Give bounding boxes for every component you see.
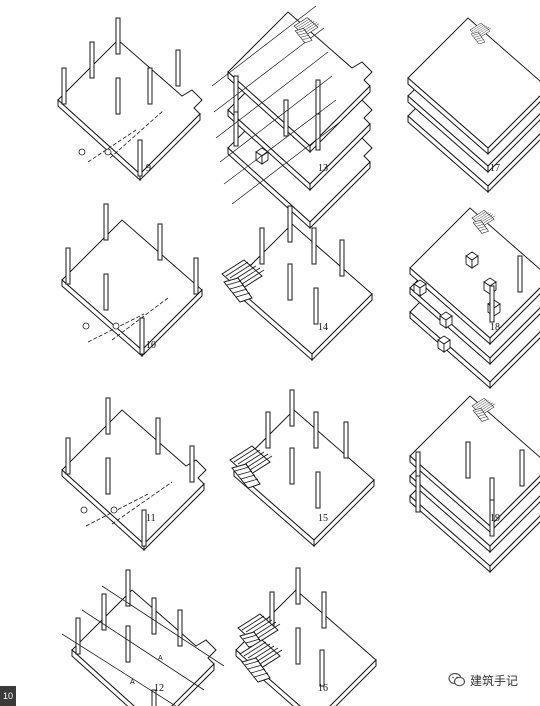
figure-label-16: 16 [318,683,328,694]
figure-15-drawing [229,389,375,547]
axis-mark-a: A [130,679,135,686]
figure-label-18: 18 [490,322,500,333]
figure-17-drawing [407,17,540,193]
figure-14-drawing [221,205,373,361]
figure-label-19: 19 [490,513,500,524]
figure-label-12: 12 [154,683,164,694]
figure-18-drawing [409,207,540,389]
axis-mark-a: A [158,655,163,662]
figure-label-10: 10 [146,340,156,351]
figure-label-15: 15 [318,513,328,524]
corner-badge: 10 [0,686,16,706]
figure-10-drawing [61,203,203,357]
figure-11-drawing [61,397,207,551]
figure-9-drawing [57,17,203,181]
figure-19-drawing [409,395,540,573]
wechat-icon [448,672,466,687]
figure-label-11: 11 [146,513,156,524]
figure-12-drawing [61,569,225,706]
watermark: 建筑手记 [448,670,518,690]
watermark-text: 建筑手记 [470,673,519,688]
figure-label-17: 17 [490,163,500,174]
figure-label-9: 9 [146,163,151,174]
figure-16-drawing [235,567,377,706]
figure-label-13: 13 [318,163,328,174]
figure-label-14: 14 [318,322,328,333]
figure-13-drawing [211,5,373,229]
